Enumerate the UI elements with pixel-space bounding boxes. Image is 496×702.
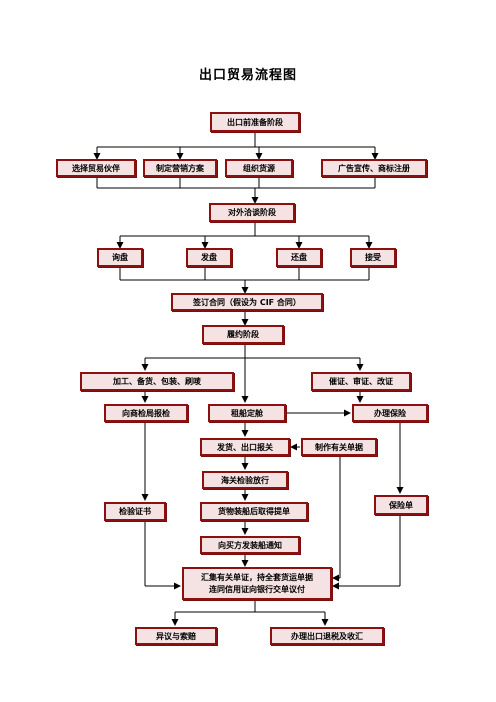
node-inquiry: 询盘 bbox=[97, 248, 143, 267]
node-counter-offer: 还盘 bbox=[276, 248, 322, 267]
node-disputes-claims: 异议与索赔 bbox=[135, 627, 217, 645]
node-charter-booking: 租船定舱 bbox=[208, 404, 286, 422]
node-marketing-plan: 制定营销方案 bbox=[143, 159, 217, 177]
page-title: 出口贸易流程图 bbox=[198, 68, 297, 83]
stage-negotiation: 对外洽谈阶段 bbox=[209, 203, 295, 222]
node-customs-release: 海关检验放行 bbox=[202, 471, 288, 489]
node-lc-handling: 催证、审证、改证 bbox=[311, 372, 411, 391]
stage-export-prep: 出口前准备阶段 bbox=[210, 112, 300, 132]
node-select-partner: 选择贸易伙伴 bbox=[56, 159, 136, 177]
node-sign-contract: 签订合同（假设为 CIF 合同） bbox=[171, 293, 323, 311]
node-insurance-policy: 保险单 bbox=[374, 495, 428, 515]
node-tax-refund-collection: 办理出口退税及收汇 bbox=[270, 627, 384, 645]
node-inspection-certificate: 检验证书 bbox=[104, 502, 166, 521]
node-present-documents: 汇集有关单证，持全套货运单据 连同信用证向银行交单议付 bbox=[182, 567, 332, 600]
node-arrange-insurance: 办理保险 bbox=[352, 404, 428, 422]
node-organize-supply: 组织货源 bbox=[225, 159, 293, 177]
node-processing-packing: 加工、备货、包装、刷唛 bbox=[80, 372, 234, 391]
node-ship-customs: 发货、出口报关 bbox=[200, 438, 290, 456]
node-acceptance: 接受 bbox=[350, 248, 396, 267]
node-advertising-trademark: 广告宣传、商标注册 bbox=[321, 159, 427, 177]
node-offer: 发盘 bbox=[186, 248, 232, 267]
present-documents-line-1: 汇集有关单证，持全套货运单据 bbox=[201, 572, 313, 582]
node-shipping-advice: 向买方发装船通知 bbox=[200, 536, 300, 554]
stage-performance: 履约阶段 bbox=[202, 325, 284, 344]
node-inspection-application: 向商检局报检 bbox=[104, 404, 188, 422]
node-bill-of-lading: 货物装船后取得提单 bbox=[200, 502, 308, 521]
node-prepare-documents: 制作有关单据 bbox=[301, 438, 377, 456]
present-documents-line-2: 连同信用证向银行交单议付 bbox=[209, 584, 305, 594]
